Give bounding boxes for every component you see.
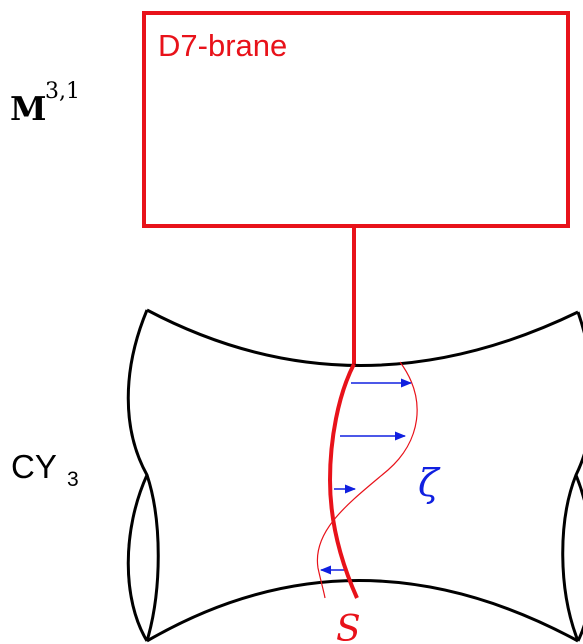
spacetime-label: M: [10, 89, 47, 128]
cy-left-side: [126, 309, 160, 642]
deformation-label: ζ: [418, 461, 441, 505]
deformation-arrows: [319, 378, 413, 575]
four-cycle-s: [327, 363, 359, 599]
spacetime-base: M: [10, 89, 47, 128]
brane-label: D7-brane: [158, 28, 287, 63]
cy-label: CY: [11, 448, 57, 485]
cy-subscript: 3: [67, 468, 79, 491]
cy-bottom-arc: [146, 579, 579, 643]
cy-top-arc: [146, 308, 579, 367]
calabi-yau-outline: [126, 308, 583, 643]
cycle-label: S: [336, 609, 361, 644]
cy-left-inner-lobe: [126, 474, 149, 642]
deformation-profile: [316, 361, 418, 599]
cy-right-side: [561, 311, 583, 642]
cy-right-inner-lobe: [574, 474, 583, 642]
spacetime-superscript: 3,1: [45, 79, 80, 104]
